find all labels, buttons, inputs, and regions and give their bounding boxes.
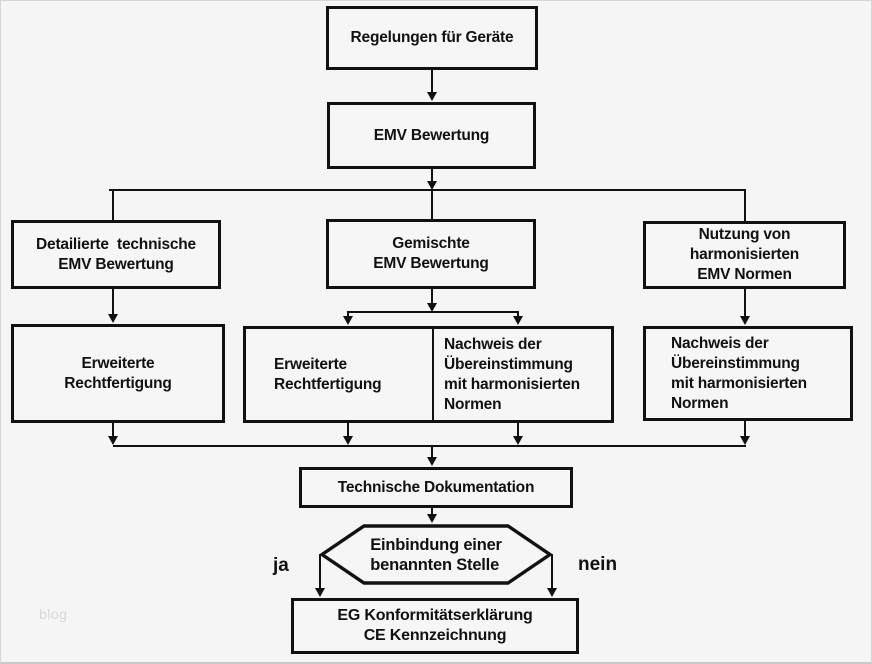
- node-nachweis-uebereinstimmung-rechts: Nachweis der Übereinstimmung mit harmoni…: [643, 326, 853, 421]
- connector-distribution-bar: [109, 189, 746, 191]
- connector-split-bar: [347, 311, 519, 313]
- node-label: Einbindung einer benannten Stelle: [370, 535, 502, 574]
- connector-regelungen-emv: [431, 70, 433, 93]
- watermark-blog: blog: [39, 606, 68, 622]
- connector-drop-left: [112, 191, 114, 220]
- node-split-erweiterte-nachweis: Erweiterte Rechtfertigung Nachweis der Ü…: [243, 326, 614, 423]
- connector-converge-midright: [517, 423, 519, 437]
- connector-ja-branch: [319, 554, 321, 589]
- arrowhead-nein-to-eg: [547, 588, 557, 597]
- arrowhead-to-erweiterte-links: [108, 314, 118, 323]
- hexagon-shape: [319, 524, 553, 585]
- connector-drop-right: [744, 191, 746, 221]
- node-label: Detailierte technische EMV Bewertung: [36, 235, 196, 273]
- arrowhead-to-dokumentation: [427, 457, 437, 466]
- connector-converge-left: [112, 423, 114, 437]
- node-label: Regelungen für Geräte: [350, 29, 514, 46]
- arrowhead-converge-midright: [513, 436, 523, 445]
- connector-bar-dokumentation: [431, 447, 433, 458]
- node-technische-dokumentation: Technische Dokumentation: [299, 467, 573, 508]
- connector-nein-branch: [551, 554, 553, 589]
- node-label: EG Konformitätserklärung CE Kennzeichnun…: [337, 607, 533, 644]
- node-label: Erweiterte Rechtfertigung: [274, 355, 382, 393]
- node-nutzung-harmonisierte-emv-normen: Nutzung von harmonisierten EMV Normen: [643, 221, 846, 289]
- connector-split-left-drop: [347, 312, 349, 317]
- arrowhead-to-decision: [427, 514, 437, 523]
- connector-nutzung-nachweis: [744, 289, 746, 317]
- arrowhead-to-split-bar: [427, 303, 437, 312]
- connector-split-right-drop: [517, 312, 519, 317]
- connector-dokumentation-decision: [431, 508, 433, 515]
- split-cell-nachweis-uebereinstimmung: Nachweis der Übereinstimmung mit harmoni…: [434, 329, 611, 420]
- connector-emv-distribution: [431, 169, 433, 182]
- arrowhead-to-split-right: [513, 316, 523, 325]
- arrowhead-to-nachweis-rechts: [740, 316, 750, 325]
- node-regelungen-fuer-geraete: Regelungen für Geräte: [326, 6, 538, 70]
- branch-label-nein: nein: [578, 554, 618, 575]
- arrowhead-ja-to-eg: [315, 588, 325, 597]
- node-detailierte-technische-emv-bewertung: Detailierte technische EMV Bewertung: [11, 220, 221, 289]
- split-cell-erweiterte-rechtfertigung: Erweiterte Rechtfertigung: [246, 329, 434, 420]
- node-emv-bewertung: EMV Bewertung: [327, 102, 536, 169]
- connector-gemischte-split: [431, 289, 433, 304]
- decision-einbindung-benannte-stelle: Einbindung einer benannten Stelle: [319, 524, 553, 585]
- arrowhead-converge-midleft: [343, 436, 353, 445]
- arrowhead-to-distribution-bar: [427, 181, 437, 190]
- node-label: Nachweis der Übereinstimmung mit harmoni…: [671, 334, 807, 412]
- node-erweiterte-rechtfertigung-links: Erweiterte Rechtfertigung: [11, 324, 225, 423]
- node-label: Nutzung von harmonisierten EMV Normen: [689, 226, 800, 283]
- node-label: EMV Bewertung: [373, 126, 490, 144]
- node-label: Nachweis der Übereinstimmung mit harmoni…: [444, 335, 580, 413]
- arrowhead-to-split-left: [343, 316, 353, 325]
- arrowhead-converge-right: [740, 436, 750, 445]
- connector-converge-midleft: [347, 423, 349, 437]
- node-label: Erweiterte Rechtfertigung: [64, 354, 172, 392]
- node-label: Technische Dokumentation: [337, 478, 535, 496]
- branch-label-ja: ja: [273, 555, 289, 576]
- connector-converge-bar: [113, 445, 746, 447]
- node-label: Gemischte EMV Bewertung: [373, 235, 489, 272]
- node-eg-konformitaetserklaerung-ce: EG Konformitätserklärung CE Kennzeichnun…: [291, 598, 579, 654]
- connector-drop-middle: [431, 191, 433, 219]
- arrowhead-to-emv: [427, 92, 437, 101]
- connector-converge-right: [744, 421, 746, 437]
- connector-detailierte-erweiterte: [112, 289, 114, 315]
- arrowhead-converge-left: [108, 436, 118, 445]
- node-gemischte-emv-bewertung: Gemischte EMV Bewertung: [326, 219, 536, 289]
